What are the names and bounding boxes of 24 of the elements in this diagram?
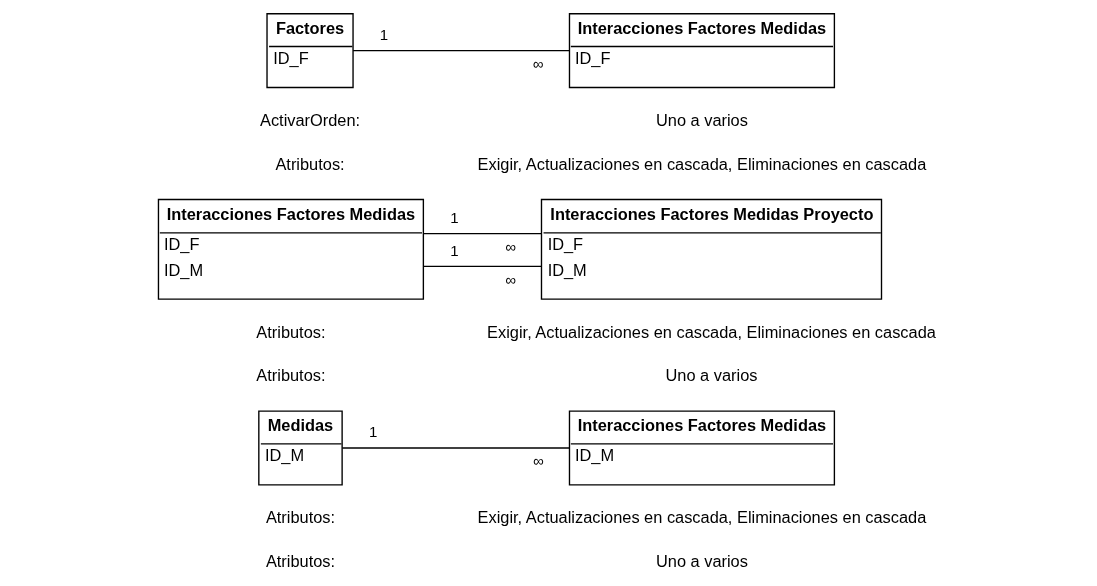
label: ActivarOrden:	[259, 110, 360, 129]
connector	[351, 49, 570, 52]
label: Atributos:	[265, 551, 335, 570]
label: Exigir, Actualizaciones en cascada, Eliminaciones en cascada	[477, 508, 926, 527]
connector	[341, 447, 570, 449]
label: Atributos:	[255, 322, 325, 341]
connector	[422, 232, 542, 235]
label: Uno a varios	[665, 366, 757, 385]
label: Atributos:	[265, 508, 335, 527]
label: ∞	[532, 54, 544, 72]
label: Exigir, Actualizaciones en cascada, Eliminaciones en cascada	[486, 322, 936, 341]
label: 1	[379, 26, 388, 44]
label: 1	[449, 241, 459, 259]
label: 1	[368, 423, 377, 441]
label: ∞	[504, 270, 516, 288]
label: ∞	[504, 237, 516, 255]
label: Uno a varios	[655, 551, 748, 570]
label: Atributos:	[255, 366, 325, 385]
label: Exigir, Actualizaciones en cascada, Eliminaciones en cascada	[477, 154, 926, 173]
label: Uno a varios	[655, 110, 748, 129]
label: Atributos:	[274, 154, 345, 173]
connector	[422, 265, 542, 268]
label: 1	[449, 208, 459, 226]
label: ∞	[532, 452, 544, 470]
